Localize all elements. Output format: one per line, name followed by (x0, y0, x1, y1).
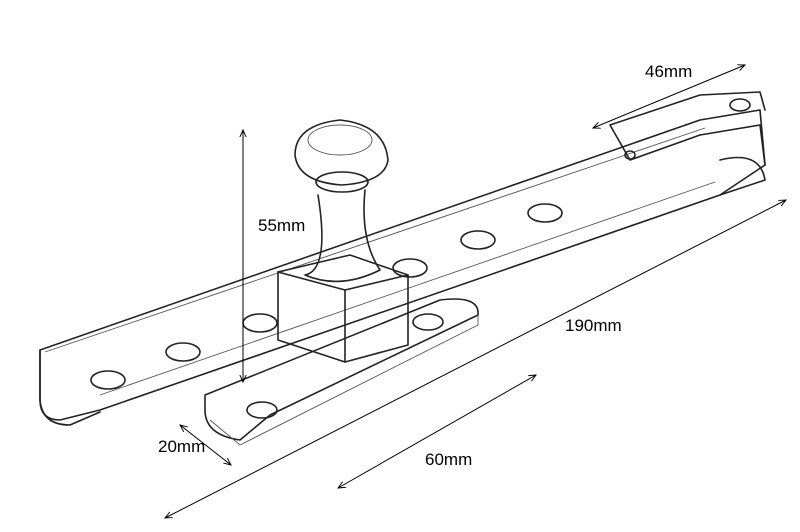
label-55mm: 55mm (258, 216, 306, 235)
label-20mm: 20mm (158, 437, 206, 456)
stay-bar (39, 91, 766, 426)
dim-arrow-190mm (165, 200, 786, 518)
dim-arrow-46mm (593, 65, 745, 128)
label-60mm: 60mm (425, 450, 473, 469)
dim-arrow-60mm (338, 375, 536, 488)
bar-holes (90, 98, 751, 390)
label-190mm: 190mm (565, 316, 622, 335)
base-plate (204, 298, 479, 446)
label-46mm: 46mm (645, 62, 693, 81)
dim-arrow-20mm (180, 425, 231, 465)
